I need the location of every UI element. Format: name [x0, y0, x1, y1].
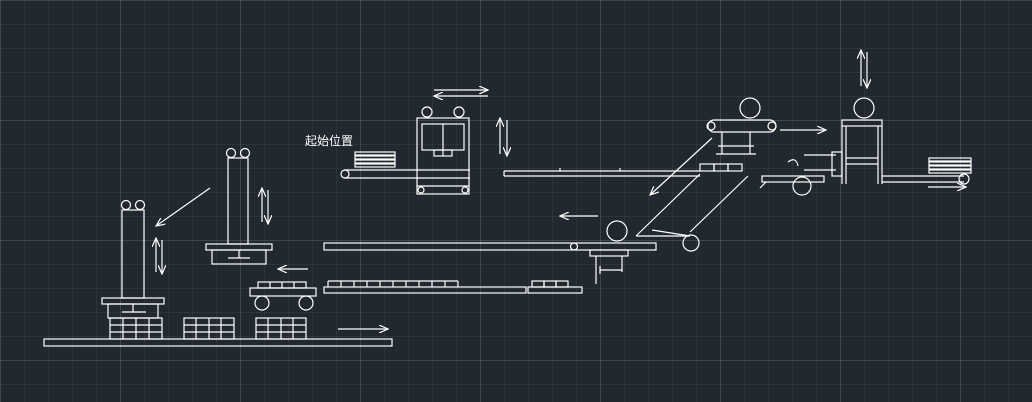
transfer-roller — [759, 154, 836, 196]
right-lift-frame — [831, 97, 883, 184]
lower-conveyor — [323, 280, 583, 294]
sheet-stack-start — [354, 151, 396, 168]
sheet-stack-output — [928, 157, 972, 174]
transfer-arrow-diagonal — [156, 187, 211, 226]
box-stack-3 — [255, 317, 307, 340]
inclined-conveyor — [606, 173, 749, 252]
start-position-label: 起始位置 — [305, 133, 353, 148]
floor-conveyor — [43, 338, 393, 347]
roller-table — [706, 97, 777, 155]
gantry-press — [416, 106, 470, 195]
output-conveyor — [882, 173, 970, 185]
shuttle-cart — [249, 281, 317, 311]
clamp-unit — [589, 249, 629, 284]
box-stack-2 — [183, 317, 235, 340]
box-stack-1 — [109, 317, 163, 340]
middle-conveyor — [323, 242, 657, 251]
stacker-column-right — [205, 147, 273, 265]
stacker-column-left — [101, 199, 165, 319]
upper-conveyor — [340, 163, 743, 179]
roller-table-arrow-diagonal — [650, 137, 713, 195]
